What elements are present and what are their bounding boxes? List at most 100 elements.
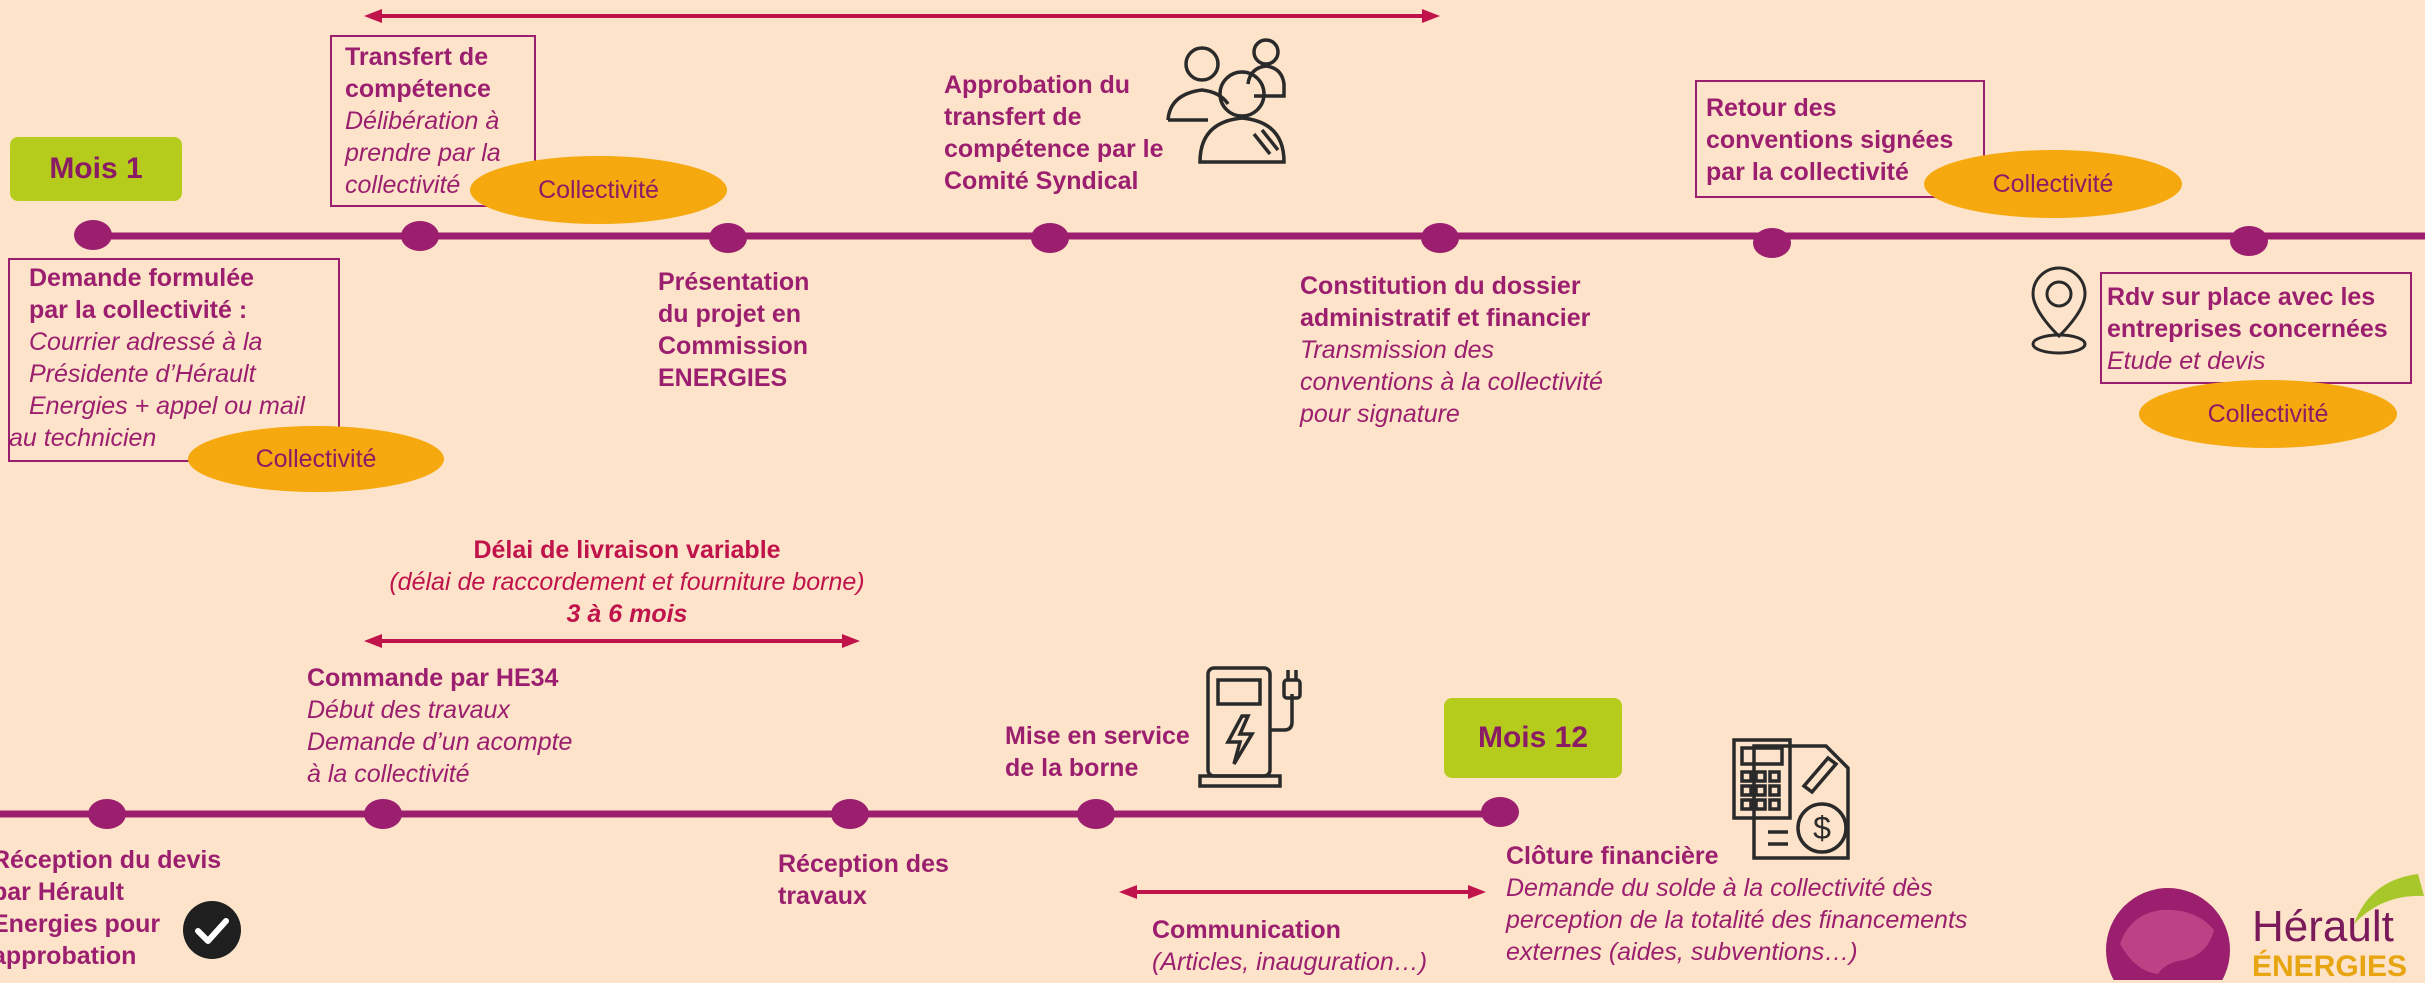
timeline-dot <box>2230 226 2268 256</box>
collectivite-pill: Collectivité <box>188 426 444 492</box>
step-mise-en-service: Mise en service de la borne <box>1005 720 1190 784</box>
step-reception-travaux-line: travaux <box>778 882 867 910</box>
delay-title: Délai de livraison variable <box>473 536 781 564</box>
step-reception-devis-line: Energies pour <box>0 910 161 938</box>
step-reception-devis-line: par Hérault <box>0 878 124 906</box>
logo-word-energies: ÉNERGIES <box>2252 950 2408 983</box>
step-presentation: Présentation du projet en Commission ENE… <box>658 266 809 394</box>
step-transfert: Transfert de compétence Délibération à p… <box>345 41 501 201</box>
step-commande-line: à la collectivité <box>307 760 470 788</box>
step-rdv-title-2: entreprises concernées <box>2107 315 2388 343</box>
step-rdv-sub: Etude et devis <box>2107 347 2266 375</box>
step-transfert-title-2: compétence <box>345 75 491 103</box>
step-commande: Commande par HE34 Début des travaux Dema… <box>307 662 572 790</box>
logo-text: Hérault ÉNERGIES <box>2252 902 2407 982</box>
collectivite-pill: Collectivité <box>470 156 727 224</box>
delay-duration: 3 à 6 mois <box>566 600 688 628</box>
step-retour-box <box>1695 80 1985 198</box>
timeline-dot <box>709 223 747 253</box>
step-approbation-line: Approbation du <box>944 71 1131 99</box>
timeline-dot <box>364 799 402 829</box>
step-communication-title: Communication <box>1152 916 1341 944</box>
step-cloture-line: externes (aides, subventions…) <box>1506 938 1858 966</box>
logo-word-herault: Hérault <box>2252 902 2394 951</box>
step-mise-en-service-line: de la borne <box>1005 754 1139 782</box>
timeline-dot <box>1753 228 1791 258</box>
step-demande-line: Présidente d’Hérault <box>29 360 256 388</box>
month-end-badge: Mois 12 <box>1444 698 1622 778</box>
people-icon <box>1166 38 1286 164</box>
communication-arrow <box>1119 885 1486 899</box>
step-demande-title-1: Demande formulée <box>29 264 255 292</box>
top-range-arrow <box>364 9 1440 23</box>
step-demande-line: Courrier adressé à la <box>29 328 263 356</box>
step-demande: Demande formulée par la collectivité : C… <box>9 262 305 454</box>
step-commande-line: Demande d’un acompte <box>307 728 573 756</box>
step-constitution-line: pour signature <box>1300 400 1460 428</box>
step-cloture: Clôture financière Demande du solde à la… <box>1506 840 1967 968</box>
location-pin-icon <box>2031 266 2087 355</box>
svg-text:$: $ <box>1813 810 1831 846</box>
step-transfert-line: collectivité <box>345 171 461 199</box>
step-transfert-box <box>330 35 536 207</box>
invoice-calculator-icon: $ <box>1732 738 1850 860</box>
step-constitution-line: Transmission des <box>1300 336 1495 364</box>
step-communication-sub: (Articles, inauguration…) <box>1152 948 1428 976</box>
step-retour-line: Retour des <box>1706 94 1837 122</box>
step-reception-devis-line: Réception du devis <box>0 846 222 874</box>
timeline-dot <box>1421 223 1459 253</box>
timeline-dot <box>1077 799 1115 829</box>
step-transfert-line: prendre par la <box>345 139 501 167</box>
step-demande-box <box>8 258 340 462</box>
step-approbation: Approbation du transfert de compétence p… <box>944 69 1164 197</box>
step-demande-title-2: par la collectivité : <box>29 296 248 324</box>
delay-arrow <box>364 634 860 648</box>
step-presentation-line: Présentation <box>658 268 810 296</box>
step-mise-en-service-line: Mise en service <box>1005 722 1190 750</box>
step-commande-line: Début des travaux <box>307 696 510 724</box>
collectivite-pill: Collectivité <box>2139 380 2397 448</box>
charging-station-icon <box>1198 666 1302 788</box>
step-presentation-line: Commission <box>658 332 809 360</box>
delay-sub: (délai de raccordement et fourniture bor… <box>389 568 865 596</box>
step-approbation-line: Comité Syndical <box>944 167 1139 195</box>
step-reception-travaux-line: Réception des <box>778 850 949 878</box>
step-rdv-title-1: Rdv sur place avec les <box>2107 283 2376 311</box>
timeline-dot <box>1031 223 1069 253</box>
step-commande-title: Commande par HE34 <box>307 664 559 692</box>
step-demande-line: au technicien <box>9 424 157 452</box>
step-constitution-title-2: administratif et financier <box>1300 304 1591 332</box>
step-rdv: Rdv sur place avec les entreprises conce… <box>2107 281 2388 377</box>
timeline-dot <box>1481 797 1519 827</box>
delay-block: Délai de livraison variable (délai de ra… <box>342 534 912 630</box>
step-reception-devis: Réception du devis par Hérault Energies … <box>0 844 221 972</box>
step-transfert-line: Délibération à <box>345 107 500 135</box>
step-constitution-title-1: Constitution du dossier <box>1300 272 1581 300</box>
step-retour-line: conventions signées <box>1706 126 1954 154</box>
collectivite-pill: Collectivité <box>1924 150 2182 218</box>
timeline-dot <box>74 220 112 250</box>
step-approbation-line: transfert de <box>944 103 1082 131</box>
step-retour: Retour des conventions signées par la co… <box>1706 92 1953 188</box>
step-presentation-line: ENERGIES <box>658 364 788 392</box>
month-start-badge: Mois 1 <box>10 137 182 201</box>
timeline-dot <box>88 799 126 829</box>
timeline-dot <box>401 221 439 251</box>
herault-energies-logo <box>2106 874 2424 980</box>
step-transfert-title-1: Transfert de <box>345 43 489 71</box>
check-circle-icon <box>183 901 241 959</box>
timeline-dot <box>831 799 869 829</box>
step-cloture-line: Demande du solde à la collectivité dès <box>1506 874 1933 902</box>
step-cloture-title: Clôture financière <box>1506 842 1719 870</box>
step-retour-line: par la collectivité <box>1706 158 1909 186</box>
step-presentation-line: du projet en <box>658 300 802 328</box>
step-reception-devis-line: approbation <box>0 942 137 970</box>
step-communication: Communication (Articles, inauguration…) <box>1152 914 1427 978</box>
step-constitution: Constitution du dossier administratif et… <box>1300 270 1603 430</box>
step-demande-line: Energies + appel ou mail <box>29 392 305 420</box>
step-constitution-line: conventions à la collectivité <box>1300 368 1603 396</box>
step-cloture-line: perception de la totalité des financemen… <box>1506 906 1968 934</box>
step-reception-travaux: Réception des travaux <box>778 848 949 912</box>
step-approbation-line: compétence par le <box>944 135 1164 163</box>
